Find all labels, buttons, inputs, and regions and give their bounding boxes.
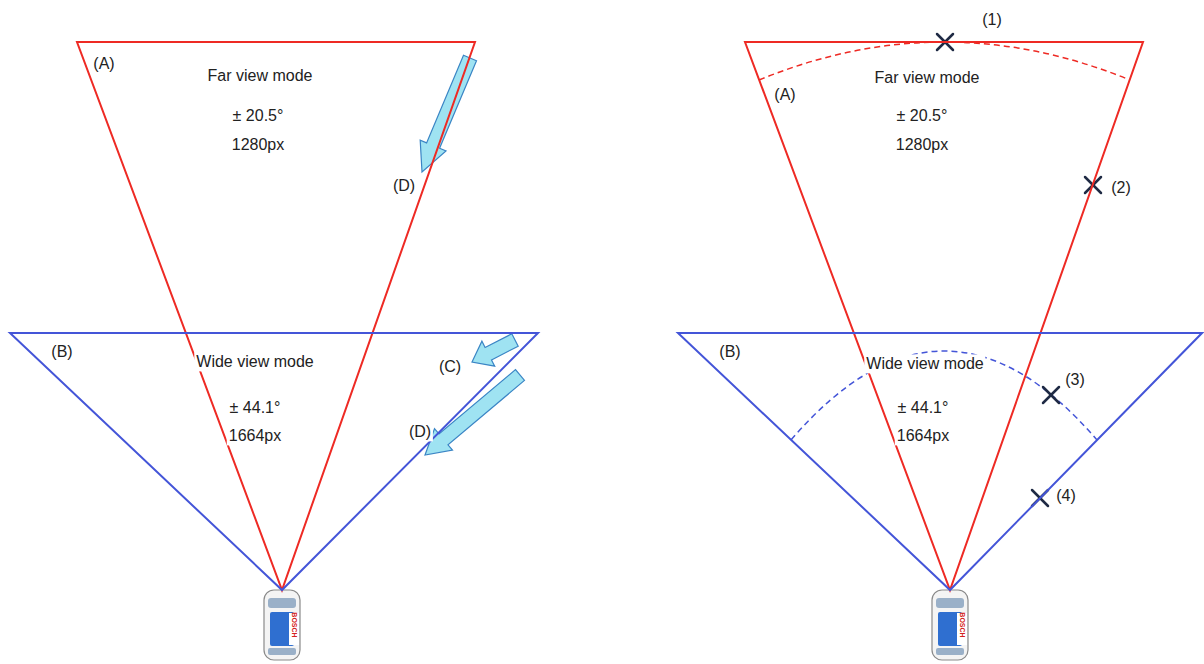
callout-number: (1) (980, 10, 1004, 29)
callout-number: (3) (1063, 370, 1087, 389)
vehicle (264, 590, 300, 660)
resolution: 1280px (230, 135, 287, 154)
view-cone: (B) Wide view mode ± 44.1° 1664px (678, 333, 1202, 590)
cone-edge (77, 42, 475, 590)
view-cone: (A) Far view mode ± 20.5° 1280px (77, 42, 475, 590)
brand-text: BOSCH (291, 612, 298, 637)
callout-letter: (D) (391, 176, 417, 195)
mode-title: Wide view mode (194, 352, 315, 371)
callout-letter: (D) (407, 422, 433, 441)
view-cone: (A) Far view mode ± 20.5° 1280px (745, 42, 1143, 590)
mode-letter: (B) (49, 342, 74, 361)
mode-title: Far view mode (873, 68, 982, 87)
x-mark (937, 34, 1101, 506)
mode-title: Wide view mode (864, 354, 985, 373)
mode-letter: (B) (717, 342, 742, 361)
view-angle: ± 20.5° (895, 106, 950, 125)
resolution: 1664px (227, 426, 284, 445)
resolution: 1664px (895, 426, 952, 445)
mode-letter: (A) (91, 54, 116, 73)
mode-title: Far view mode (206, 66, 315, 85)
resolution: 1280px (894, 135, 951, 154)
direction-arrow (425, 370, 525, 455)
callout-number: (4) (1054, 486, 1078, 505)
view-angle: ± 44.1° (896, 398, 951, 417)
view-angle: ± 20.5° (231, 106, 286, 125)
view-angle: ± 44.1° (228, 398, 283, 417)
direction-arrow (420, 55, 476, 172)
callout-number: (2) (1109, 178, 1133, 197)
cone-edge (678, 333, 1202, 590)
cone-edge (10, 333, 538, 590)
mode-letter: (A) (772, 85, 797, 104)
callout-letter: (C) (437, 357, 463, 376)
direction-arrow (472, 334, 518, 366)
cone-edge (745, 42, 1143, 590)
vehicle (932, 590, 968, 660)
brand-text: BOSCH (959, 612, 966, 637)
